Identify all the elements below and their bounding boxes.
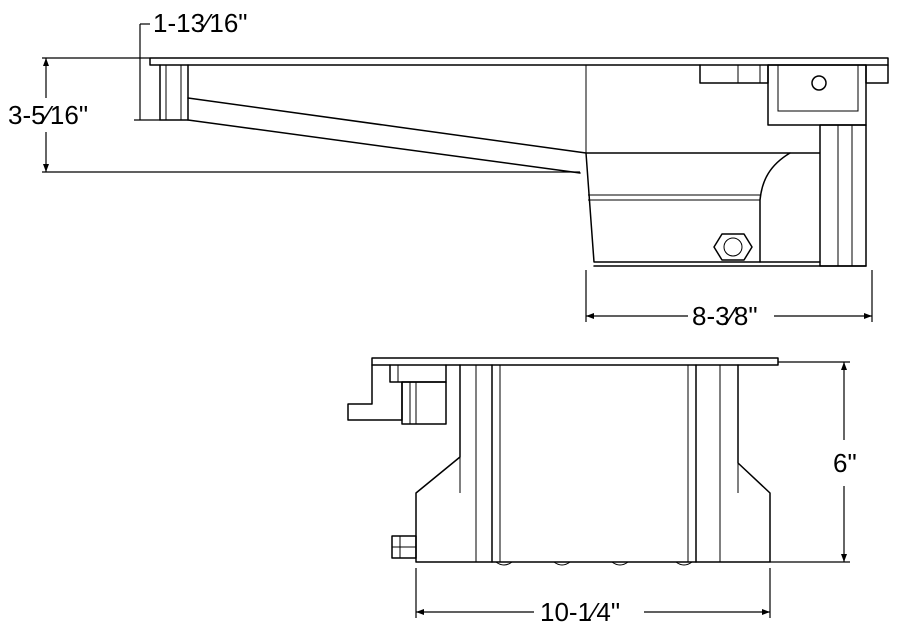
label-flange-height: 1-13⁄16" [153, 8, 248, 38]
sump-body [585, 152, 791, 263]
drain-bolt-circle-top [811, 75, 827, 91]
label-height: 6" [833, 448, 857, 478]
dim-flange-height [134, 23, 160, 121]
pickup-housing [767, 64, 867, 126]
tapered-floor-top [187, 97, 587, 154]
dim-width [415, 568, 771, 618]
dim-overall-depth [42, 57, 580, 173]
side-profile-view [149, 57, 889, 267]
tapered-floor-bottom [187, 119, 581, 174]
pan-flange-rail [149, 57, 889, 66]
left-flange-block [159, 64, 189, 121]
sump-right-column [789, 124, 867, 267]
end-left-tab [347, 364, 403, 421]
right-bolt-bracket [699, 64, 769, 84]
dim-sump-length [585, 270, 873, 322]
label-width: 10-1⁄4" [540, 597, 620, 627]
end-profile-view [347, 357, 779, 566]
dim-height [770, 361, 850, 563]
end-body-outline [415, 364, 771, 563]
label-sump-length: 8-3⁄8" [692, 301, 758, 331]
label-overall-depth: 3-5⁄16" [8, 100, 88, 130]
end-flange-rail [371, 357, 779, 366]
drain-plug-hex [713, 233, 753, 261]
